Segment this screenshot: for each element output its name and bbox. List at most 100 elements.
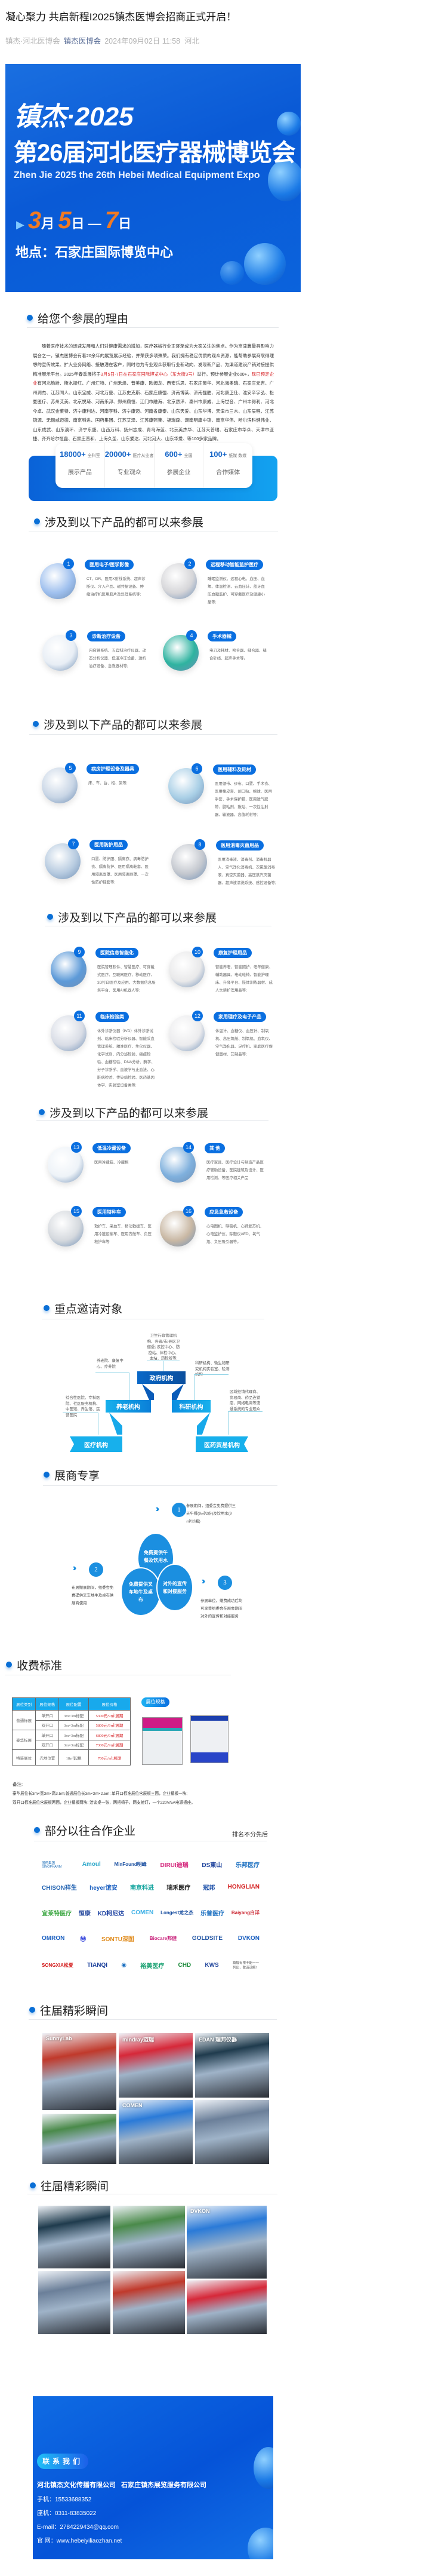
gov-label: 政府机构 <box>137 1371 186 1384</box>
trade-desc: 区域经销代理商、贸易商、药品连锁店、网络电商等流通系统的专业观众 <box>230 1390 261 1411</box>
partner-logo: ◉ <box>121 1961 126 1969</box>
exhibition-photo <box>187 2280 267 2334</box>
product-category-label: 诊断治疗设备 <box>87 631 125 641</box>
product-image <box>48 1147 84 1183</box>
contact-card: 联系我们 河北镇杰文化传播有限公司 石家庄镇杰展览服务有限公司 手机：15533… <box>33 2396 273 2559</box>
exhibition-photo: EDAN 理邦仪器 <box>195 2033 269 2098</box>
product-category-label: 康复护理用品 <box>214 948 252 958</box>
product-image <box>48 1211 84 1246</box>
email-link[interactable]: E-mail：2784229434@qq.com <box>37 2524 119 2531</box>
bullet-dot-icon <box>29 2007 35 2013</box>
exhibition-photo <box>38 2271 110 2334</box>
section-heading-fees: 收费标准 <box>6 1656 62 1674</box>
decor-bubble <box>248 2528 273 2559</box>
partner-logo: SONGXIA松夏 <box>42 1962 73 1968</box>
benefit-number: 1 <box>172 1503 186 1517</box>
publish-time: 2024年09月02日 11:58 <box>104 37 181 45</box>
partner-logo: 乐普医疗 <box>200 1911 225 1917</box>
bullet-dot-icon <box>27 315 33 321</box>
section-heading-invite: 重点邀请对象 <box>44 1299 122 1317</box>
banner-dates: ▶3月 5日 — 7日 <box>16 207 132 234</box>
stats-card: 18000+全科室展示产品 20000+医疗从业者专业观众 600+全国参展企业… <box>55 443 252 488</box>
product-category-desc: 电刀及耗材、吻合器、缝合器、缝合针线、超声手术等。 <box>209 649 267 661</box>
product-category-desc: 医用消毒液、消毒剂、消毒机器人、空气净化消毒机、次氯酸消毒液、真空灭菌器、高压蒸… <box>218 858 276 885</box>
bullet-dot-icon <box>39 1109 45 1115</box>
booth-spec-label: 展位规格 <box>141 1697 169 1707</box>
elder-desc: 养老院、康复中心、疗养院 <box>97 1359 124 1369</box>
product-image <box>51 951 87 987</box>
author: 镇杰·河北医博会 <box>5 37 60 45</box>
exhibition-photo: mindray迈瑞 <box>119 2033 193 2098</box>
exhibition-photo <box>113 2206 185 2268</box>
contact-us-label: 联系我们 <box>37 2454 88 2469</box>
product-number-badge: 12 <box>192 1011 203 1021</box>
product-category-desc: 救护车、采血车、移动救援车、医用冷链运输车、医用方舱车、负压救护车等 <box>94 1224 152 1244</box>
location: 河北 <box>184 37 200 45</box>
connector-line <box>228 1411 229 1435</box>
partner-logo: Biocare邦健 <box>149 1936 177 1941</box>
product-category-label: 远程移动智能监护医疗 <box>206 560 263 570</box>
decor-bubble <box>277 112 301 136</box>
decor-bubble <box>268 159 301 201</box>
column-header: 展位规格 <box>35 1697 60 1711</box>
connector-line <box>194 1374 229 1375</box>
standard-booth-image <box>190 1715 229 1763</box>
product-category-desc: 医院管理软件、智慧医疗、可穿戴式医疗、互联网医疗、移动医疗、3D打印医疗及应用、… <box>97 965 156 993</box>
partner-logo: DS東山 <box>202 1862 223 1869</box>
product-category-label: 应急急救设备 <box>205 1207 243 1217</box>
partner-logo: MinFound明峰 <box>114 1862 147 1867</box>
divider <box>29 2019 277 2020</box>
benefit-number: 3 <box>218 1576 232 1590</box>
partner-logo: Longest龙之杰 <box>160 1910 194 1915</box>
product-image <box>51 1015 87 1051</box>
partner-logo: Amoul <box>82 1861 101 1868</box>
exhibition-photo: DVKON <box>187 2206 267 2279</box>
partner-logo: Baiyang白洋 <box>231 1910 260 1915</box>
bullet-dot-icon <box>6 1662 12 1668</box>
partner-logo: 宜莱特医疗 <box>42 1911 72 1917</box>
medical-desc: 综合性医院、专科医院、社区服务机构、中医馆、养生馆、民营医院 <box>66 1396 100 1417</box>
product-category-desc: 床、车、台、柜、架等; <box>88 781 128 785</box>
benefit-bubble: 对外的宣传和对接服务 <box>158 1565 192 1610</box>
note-title: 备注: <box>13 1782 23 1787</box>
product-image <box>163 635 199 671</box>
partner-logo: 乐邦医疗 <box>235 1862 260 1869</box>
product-number-badge: 6 <box>192 763 202 774</box>
divider <box>29 734 277 735</box>
section-heading-products: 涉及到以下产品的都可以来参展 <box>39 1103 208 1121</box>
partner-logo: 瑞禾医疗 <box>166 1885 191 1892</box>
booth-sign: DVKON <box>190 2208 210 2214</box>
decor-bubble <box>254 2447 273 2489</box>
product-category-desc: 内窥镜系统、五官科治疗仪器、动态分析仪器、低温冷冻设备、透析治疗设备、急救器材等… <box>89 649 146 668</box>
product-category-desc: 体温计、血糖仪、血压计、制氧机、高压氧舱、制氧机、血氧仪、空气净化器、足疗机、家… <box>215 1029 273 1057</box>
product-category-desc: 睡眠监测仪、远程心电、血压、血氧、体温检测、云血压计、蓝牙血压血糖监护、可穿戴医… <box>208 577 265 604</box>
product-image <box>160 1211 196 1246</box>
bullet-dot-icon <box>44 1305 50 1311</box>
bullet-dot-icon <box>34 518 40 524</box>
account-link[interactable]: 镇杰医博会 <box>63 37 101 45</box>
website-link[interactable]: 官 网：www.hebeiyiliaozhan.net <box>37 2538 122 2544</box>
exhibition-photo <box>42 2114 116 2164</box>
section-heading-products: 涉及到以下产品的都可以来参展 <box>47 908 217 926</box>
section-heading-moments: 往届精彩瞬间 <box>29 2001 108 2019</box>
gov-desc: 卫生行政管理机构、各省/市/县区卫健委; 疾控中心、防疫站、体检中心、血站、药检… <box>147 1334 180 1361</box>
product-number-badge: 13 <box>71 1142 82 1153</box>
partner-logo: DVKON <box>237 1935 260 1942</box>
bullet-dot-icon <box>30 2182 36 2188</box>
booth-sign: mindray迈瑞 <box>122 2037 155 2043</box>
bullet-dot-icon <box>47 914 53 920</box>
divider <box>36 1120 268 1121</box>
bullet-dot-icon <box>44 1472 50 1478</box>
bullet-dot-icon <box>33 721 39 727</box>
product-number-badge: 9 <box>74 947 85 957</box>
stat-media: 100+纸媒 数媒合作媒体 <box>209 450 247 476</box>
expo-banner: 镇杰·2025 第26届河北医疗器械博览会 Zhen Jie 2025 the … <box>5 64 301 292</box>
trade-label: 医药贸易机构 <box>196 1436 248 1452</box>
divider <box>27 327 279 328</box>
product-number-badge: 11 <box>74 1011 85 1021</box>
section-heading-reasons: 给您个参展的理由 <box>27 309 128 327</box>
